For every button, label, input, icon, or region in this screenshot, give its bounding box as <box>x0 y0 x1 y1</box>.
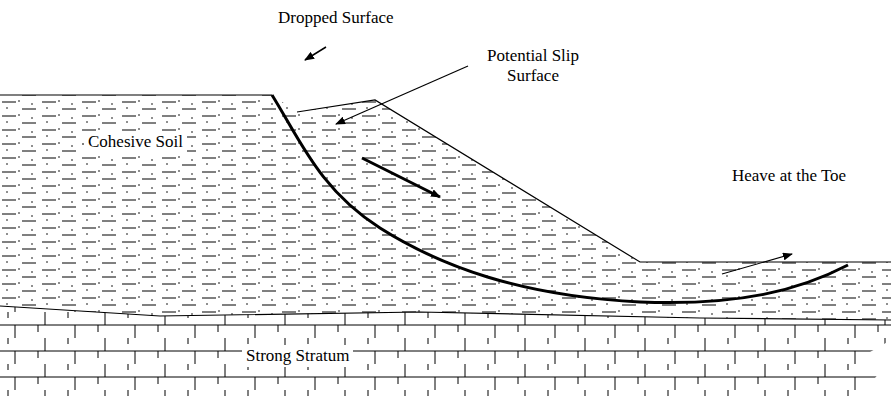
slip-surface <box>272 95 848 303</box>
region-label: Strong Stratum <box>242 345 353 367</box>
callout-label: Potential Slip Surface <box>478 46 588 85</box>
rock-stratum <box>0 306 891 396</box>
callout-label: Dropped Surface <box>278 8 394 28</box>
movement-arrow <box>362 158 440 197</box>
leader-arrow <box>722 254 792 274</box>
leader-arrow <box>305 47 326 60</box>
callout-label: Heave at the Toe <box>728 165 850 187</box>
stratum-boundary <box>0 306 891 320</box>
leader-arrow <box>336 66 468 124</box>
ground-surface <box>0 94 272 95</box>
soil-body <box>0 95 891 320</box>
original-slope <box>297 100 891 262</box>
region-label: Cohesive Soil <box>84 131 187 153</box>
